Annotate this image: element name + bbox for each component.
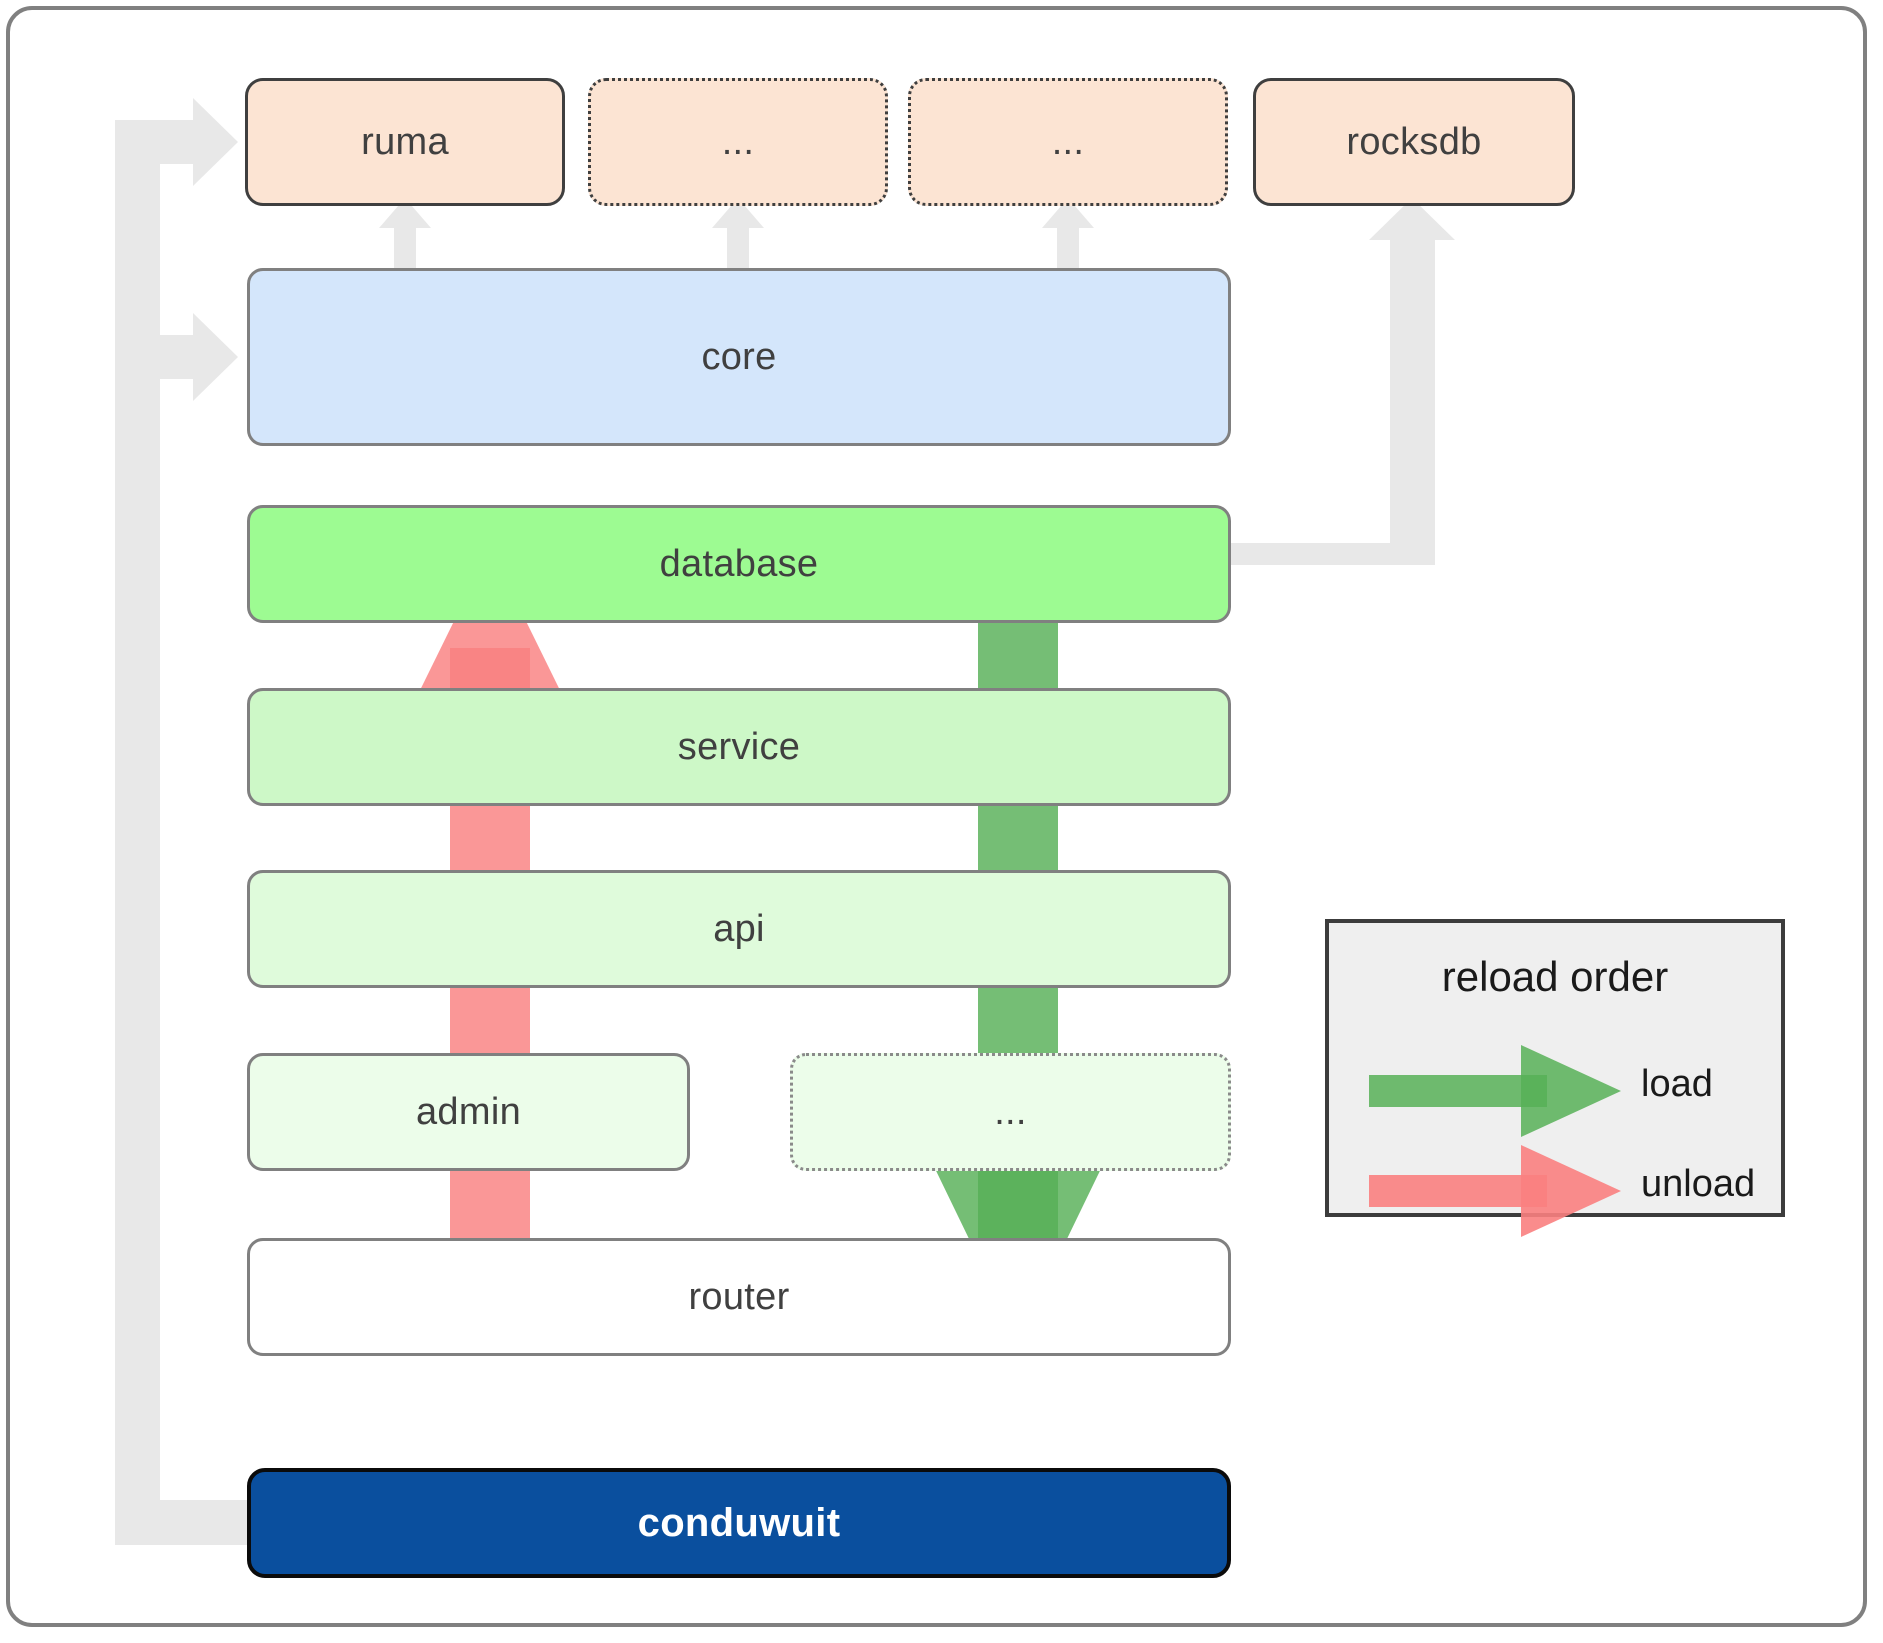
node-api-label: api	[713, 907, 765, 950]
node-dependency-placeholder-1-label: ...	[721, 120, 755, 163]
node-admin[interactable]: admin	[247, 1053, 690, 1171]
node-admin-label: admin	[416, 1090, 521, 1133]
node-router-label: router	[688, 1275, 790, 1318]
legend-row-load: load	[1329, 1041, 1781, 1137]
node-core[interactable]: core	[247, 268, 1231, 446]
node-ruma-label: ruma	[361, 120, 449, 163]
node-router[interactable]: router	[247, 1238, 1231, 1356]
node-dependency-placeholder-2-label: ...	[1051, 120, 1085, 163]
legend-label-unload: unload	[1641, 1163, 1756, 1205]
node-dependency-placeholder-1[interactable]: ...	[588, 78, 888, 206]
node-ruma[interactable]: ruma	[245, 78, 565, 206]
legend-panel: reload order load unload	[1325, 919, 1785, 1237]
node-api[interactable]: api	[247, 870, 1231, 988]
node-database-label: database	[659, 542, 819, 585]
node-dependency-placeholder-2[interactable]: ...	[908, 78, 1228, 206]
load-arrow-icon	[1369, 1045, 1621, 1137]
node-conduwuit-label: conduwuit	[637, 1500, 841, 1545]
unload-arrow-icon	[1369, 1145, 1621, 1237]
node-service[interactable]: service	[247, 688, 1231, 806]
node-database[interactable]: database	[247, 505, 1231, 623]
legend-title: reload order	[1441, 953, 1669, 1000]
node-layer-placeholder[interactable]: ...	[790, 1053, 1231, 1171]
node-service-label: service	[677, 725, 801, 768]
node-rocksdb-label: rocksdb	[1346, 120, 1482, 163]
node-rocksdb[interactable]: rocksdb	[1253, 78, 1575, 206]
node-core-label: core	[701, 335, 777, 378]
diagram-frame	[6, 6, 1867, 1627]
legend-row-unload: unload	[1329, 1141, 1781, 1237]
node-layer-placeholder-label: ...	[994, 1090, 1027, 1133]
node-conduwuit[interactable]: conduwuit	[247, 1468, 1231, 1578]
legend-label-load: load	[1641, 1063, 1713, 1105]
